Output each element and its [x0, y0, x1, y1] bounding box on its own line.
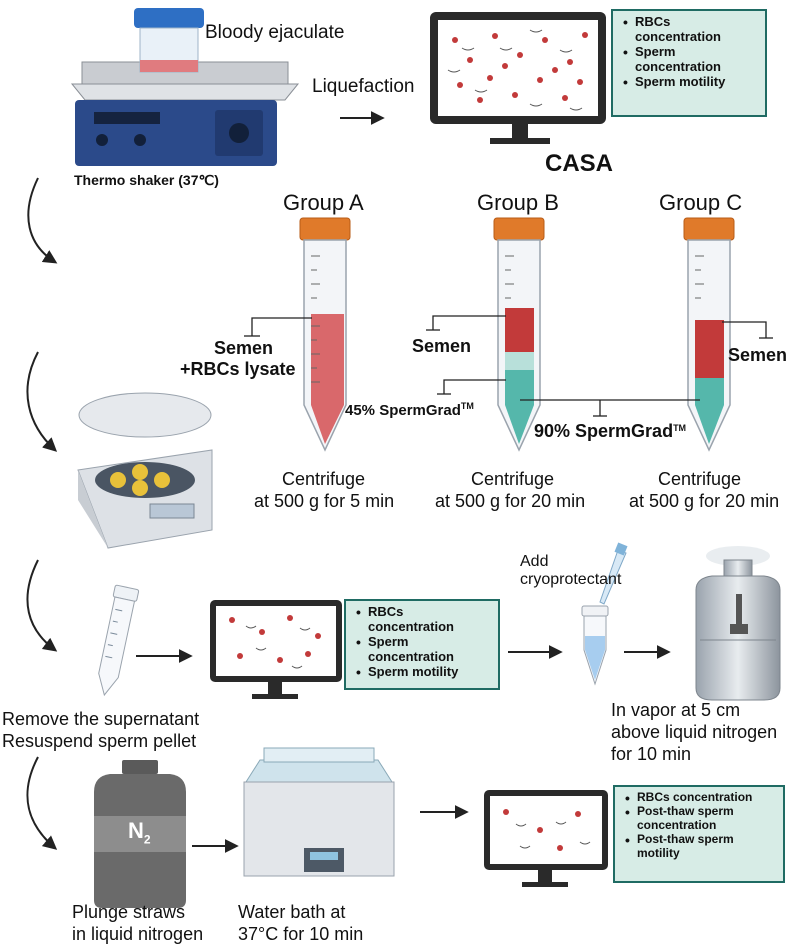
tube-group-c-icon	[683, 217, 735, 452]
casa-results-box-2: RBCs concentration Sperm concentration S…	[344, 599, 500, 690]
pipette-icon	[599, 542, 628, 605]
vapor-label-1: In vapor at 5 cm	[611, 700, 741, 720]
casa-monitor-2-icon	[210, 600, 342, 699]
centrifuge-icon	[77, 392, 213, 549]
water-label-2: 37°C for 10 min	[238, 924, 364, 944]
thermo-shaker-icon	[70, 61, 300, 166]
casa-3-item: Post-thaw sperm concentration	[625, 805, 777, 832]
shaker-label: Thermo shaker (37℃)	[74, 172, 219, 188]
curved-arrow-3	[26, 559, 58, 652]
pointer-lines	[244, 315, 773, 417]
curved-arrow-4	[26, 756, 58, 850]
curved-arrow-2	[26, 351, 58, 452]
centrifuge-c-line2: at 500 g for 20 min	[629, 491, 780, 511]
group-a-title: Group A	[283, 190, 364, 215]
semen-lysate-label-2: +RBCs lysate	[180, 359, 296, 379]
casa-3-item: Post-thaw sperm motility	[625, 833, 777, 860]
casa-2-item: RBCs concentration	[356, 604, 492, 634]
casa-3-item: RBCs concentration	[625, 790, 777, 807]
casa-monitor-3-icon	[484, 790, 608, 887]
plunge-label-2: in liquid nitrogen	[72, 924, 204, 944]
semen-c-label: Semen	[728, 345, 788, 365]
grad90-label: 90% SpermGradTM	[534, 421, 687, 441]
water-bath-icon	[243, 747, 395, 877]
casa-2-item: Sperm motility	[356, 665, 492, 681]
centrifuge-b-line2: at 500 g for 20 min	[435, 491, 586, 511]
trademark: TM	[460, 401, 474, 411]
casa-results-box-1: RBCs concentration Sperm concentration S…	[611, 9, 767, 117]
add-label-1: Add	[520, 553, 549, 570]
n2-symbol: N2	[128, 818, 151, 847]
centrifuge-c-line1: Centrifuge	[658, 469, 742, 489]
curved-arrow-1	[27, 177, 58, 264]
tube-group-a-icon	[299, 217, 351, 452]
centrifuge-b-line1: Centrifuge	[471, 469, 555, 489]
casa-2-item: Sperm concentration	[356, 634, 492, 664]
cryotube-icon	[581, 605, 609, 686]
sample-beaker-icon	[134, 8, 204, 73]
water-label-1: Water bath at	[238, 902, 346, 922]
centrifuge-a-line2: at 500 g for 5 min	[254, 491, 395, 511]
dewar-icon	[695, 546, 781, 701]
n2-tank-icon	[94, 760, 186, 908]
semen-b-label: Semen	[412, 336, 472, 356]
grad45-label: 45% SpermGradTM	[345, 401, 474, 419]
semen-lysate-label-1: Semen	[214, 338, 274, 358]
remove-label-1: Remove the supernatant	[2, 709, 200, 729]
group-b-title: Group B	[477, 190, 559, 215]
plunge-label-1: Plunge straws	[72, 902, 186, 922]
remove-label-2: Resuspend sperm pellet	[2, 731, 197, 751]
group-c-title: Group C	[659, 190, 743, 215]
add-label-2: cryoprotectant	[520, 571, 622, 588]
casa-monitor-1-icon	[430, 12, 606, 144]
casa-label: CASA	[545, 150, 614, 177]
tube-group-b-icon	[493, 217, 545, 452]
vapor-label-2: above liquid nitrogen	[611, 722, 778, 742]
casa-1-item: Sperm motility	[623, 75, 759, 91]
vapor-label-3: for 10 min	[611, 744, 692, 764]
liquefaction-label: Liquefaction	[312, 76, 415, 97]
trademark: TM	[673, 423, 687, 433]
centrifuge-a-line1: Centrifuge	[282, 469, 366, 489]
casa-results-box-3: RBCs concentration Post-thaw sperm conce…	[613, 785, 785, 883]
sample-label: Bloody ejaculate	[205, 22, 345, 43]
casa-1-item: Sperm concentration	[623, 44, 759, 74]
casa-1-item: RBCs concentration	[623, 14, 759, 44]
falcon-tube-icon	[98, 584, 140, 697]
